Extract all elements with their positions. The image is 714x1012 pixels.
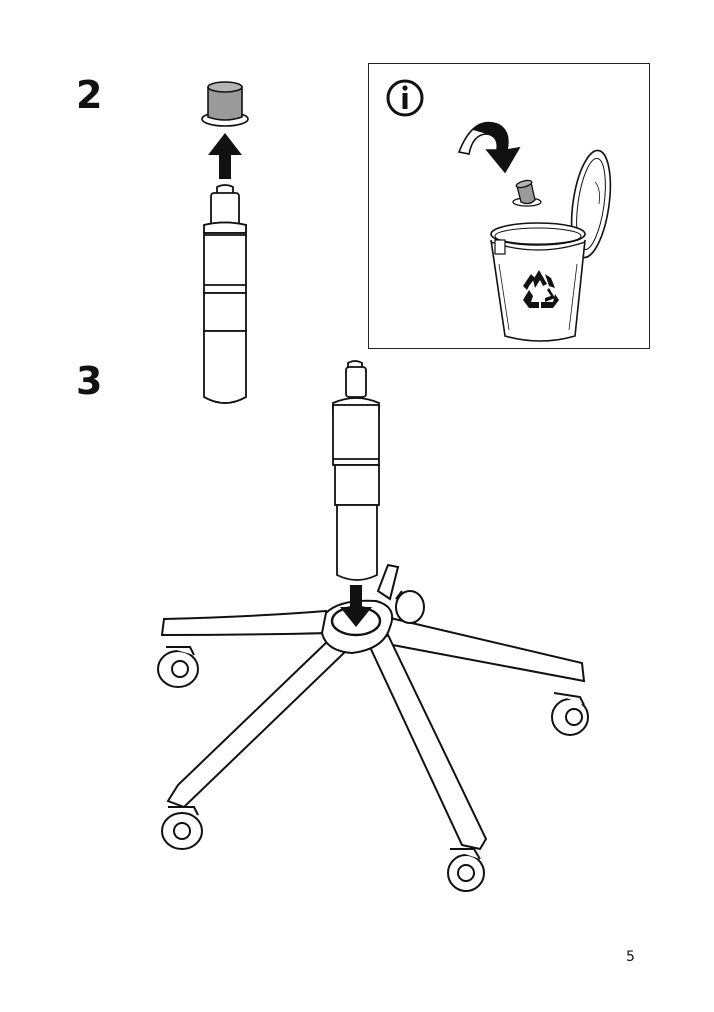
step-2-illustration bbox=[201, 81, 249, 404]
cap-icon bbox=[512, 179, 542, 207]
caster-wheel-icon bbox=[447, 848, 485, 892]
caster-wheel-icon bbox=[161, 806, 203, 850]
info-icon bbox=[386, 79, 424, 117]
curved-arrow-icon bbox=[457, 121, 521, 174]
info-panel bbox=[368, 63, 650, 349]
gas-cylinder-icon bbox=[332, 360, 380, 581]
recycling-bin-icon bbox=[490, 222, 586, 342]
caster-wheel-icon bbox=[157, 646, 199, 688]
step-number-3: 3 bbox=[76, 359, 103, 403]
step-3-illustration bbox=[157, 360, 589, 892]
gas-cylinder-icon bbox=[203, 184, 247, 404]
chair-base-icon bbox=[160, 563, 586, 851]
page-number: 5 bbox=[626, 949, 635, 965]
recycle-symbol-icon bbox=[523, 270, 559, 308]
caster-wheel-icon bbox=[551, 692, 589, 736]
caster-wheel-icon bbox=[395, 590, 425, 624]
cap-icon bbox=[201, 81, 249, 127]
up-arrow-icon bbox=[208, 133, 242, 179]
step-number-2: 2 bbox=[76, 73, 103, 117]
down-arrow-icon bbox=[340, 585, 372, 627]
